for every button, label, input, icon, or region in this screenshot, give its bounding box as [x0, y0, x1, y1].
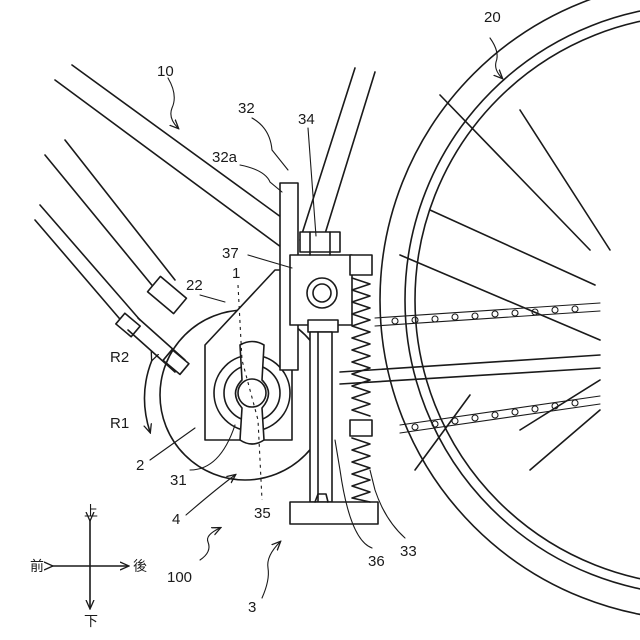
label-rod: 36 — [368, 553, 385, 570]
direction-compass — [52, 520, 128, 608]
label-bracket-edge: 32a — [212, 149, 238, 166]
label-knob: 31 — [170, 472, 187, 489]
label-sprocket: 2 — [136, 457, 144, 474]
housing — [205, 270, 292, 444]
label-rot-r2: R2 — [110, 349, 129, 366]
compass-front-label: 前 — [30, 558, 44, 575]
rear-wheel — [380, 0, 640, 620]
label-axis: 1 — [232, 265, 240, 282]
compass-rear-label: 後 — [133, 559, 147, 575]
label-frame: 10 — [157, 63, 174, 80]
label-dashline: 35 — [254, 505, 271, 522]
label-pin: 34 — [298, 111, 315, 128]
label-rot-r1: R1 — [110, 415, 129, 432]
slider-block — [290, 232, 352, 332]
compass-down-label: 下 — [84, 614, 98, 630]
label-device: 100 — [167, 569, 192, 586]
chain-lower — [400, 396, 600, 433]
label-bracket-top: 32 — [238, 100, 255, 117]
label-disc: 22 — [186, 277, 203, 294]
label-plate: 37 — [222, 245, 239, 262]
chain-upper — [375, 303, 600, 326]
spring-33 — [350, 255, 372, 502]
rotation-arrows — [144, 360, 152, 432]
label-spring: 33 — [400, 543, 417, 560]
label-assembly: 3 — [248, 599, 256, 616]
label-base: 4 — [172, 511, 180, 528]
label-wheel: 20 — [484, 9, 501, 26]
compass-up-label: 上 — [84, 504, 98, 520]
